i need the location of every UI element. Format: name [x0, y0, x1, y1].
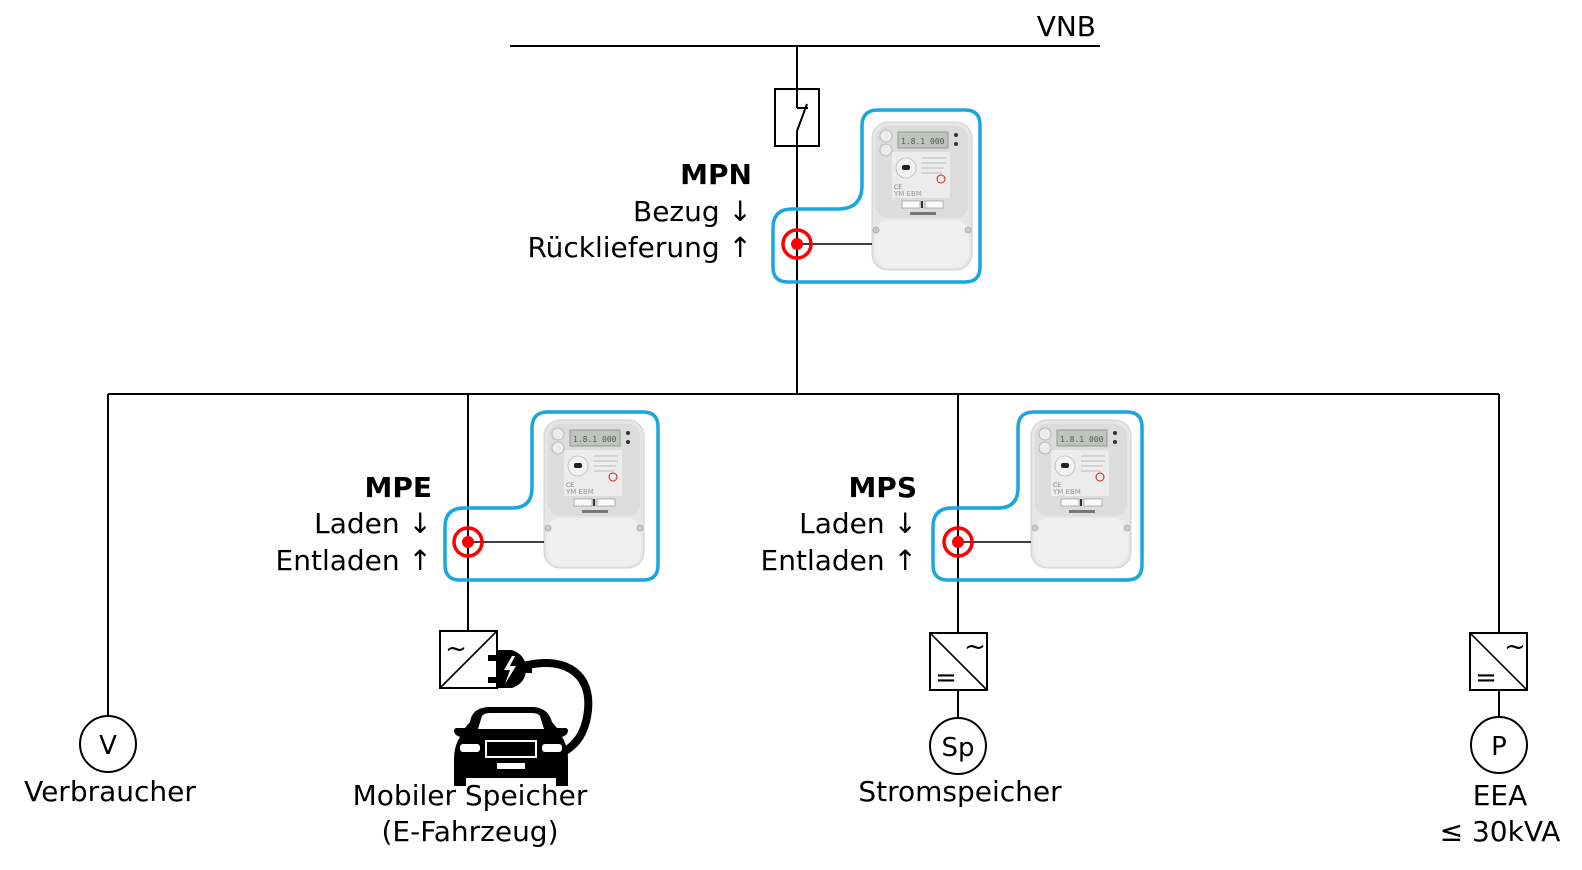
svg-text:=: = [1475, 663, 1497, 693]
measurement-point-outer [781, 228, 813, 260]
storage-label: Stromspeicher [858, 775, 1062, 808]
sub-meter-mps[interactable]: MPS Laden ↓ Entladen ↑ [761, 410, 1144, 582]
branch-consumer: V Verbraucher [24, 394, 196, 808]
branch-battery-storage: MPS Laden ↓ Entladen ↑ ~ = Sp Stromspeic… [761, 394, 1144, 808]
grid-label: VNB [1037, 10, 1096, 43]
mobile-storage-label: Mobiler Speicher [353, 779, 588, 812]
consumer-label: Verbraucher [24, 775, 196, 808]
meter-id: MPN [680, 158, 752, 191]
meter-frame [443, 410, 660, 582]
meter-direction-export: Rücklieferung ↑ [527, 231, 752, 264]
ac-charger-icon: ~ [439, 630, 498, 689]
meter-frame [771, 108, 982, 284]
mobile-storage-sublabel: (E-Fahrzeug) [381, 815, 558, 848]
smart-meter-icon [871, 121, 973, 271]
meter-direction-charge: Laden ↓ [799, 507, 917, 540]
svg-text:~: ~ [445, 634, 467, 664]
svg-text:~: ~ [1504, 632, 1526, 662]
meter-direction-discharge: Entladen ↑ [276, 544, 432, 577]
generator-circle-icon [1470, 716, 1528, 774]
inverter-icon: ~ = [929, 632, 988, 693]
consumer-symbol: V [99, 731, 117, 761]
disconnect-switch-icon [774, 46, 820, 160]
electric-car-icon [454, 707, 568, 786]
storage-symbol: Sp [941, 733, 974, 763]
generator-symbol: P [1491, 732, 1507, 762]
meter-frame [931, 410, 1144, 582]
generator-capacity-label: ≤ 30kVA [1440, 815, 1561, 848]
sub-meter-mpe[interactable]: MPE Laden ↓ Entladen ↑ [276, 410, 660, 582]
main-meter-mpn[interactable]: MPN Bezug ↓ Rücklieferung ↑ [527, 108, 982, 284]
consumer-circle-icon [79, 715, 137, 773]
measurement-point-icon [462, 536, 474, 548]
branch-generator: ~ = P EEA ≤ 30kVA [1440, 394, 1561, 848]
meter-direction-discharge: Entladen ↑ [761, 544, 917, 577]
measurement-point-icon [791, 238, 803, 250]
inverter-icon: ~ = [1469, 632, 1528, 693]
meter-direction-charge: Laden ↓ [314, 507, 432, 540]
smart-meter-icon [543, 419, 645, 569]
grid-connection: VNB [510, 10, 1100, 394]
storage-circle-icon [929, 717, 987, 775]
svg-text:=: = [935, 663, 957, 693]
meter-id: MPE [364, 471, 432, 504]
svg-text:~: ~ [964, 632, 986, 662]
meter-id: MPS [848, 471, 917, 504]
branch-mobile-storage: MPE Laden ↓ Entladen ↑ ~ Mobiler Spei [276, 394, 660, 848]
measurement-point-icon [952, 536, 964, 548]
smart-meter-icon [1030, 419, 1132, 569]
meter-direction-import: Bezug ↓ [633, 195, 752, 228]
generator-label: EEA [1473, 779, 1528, 812]
